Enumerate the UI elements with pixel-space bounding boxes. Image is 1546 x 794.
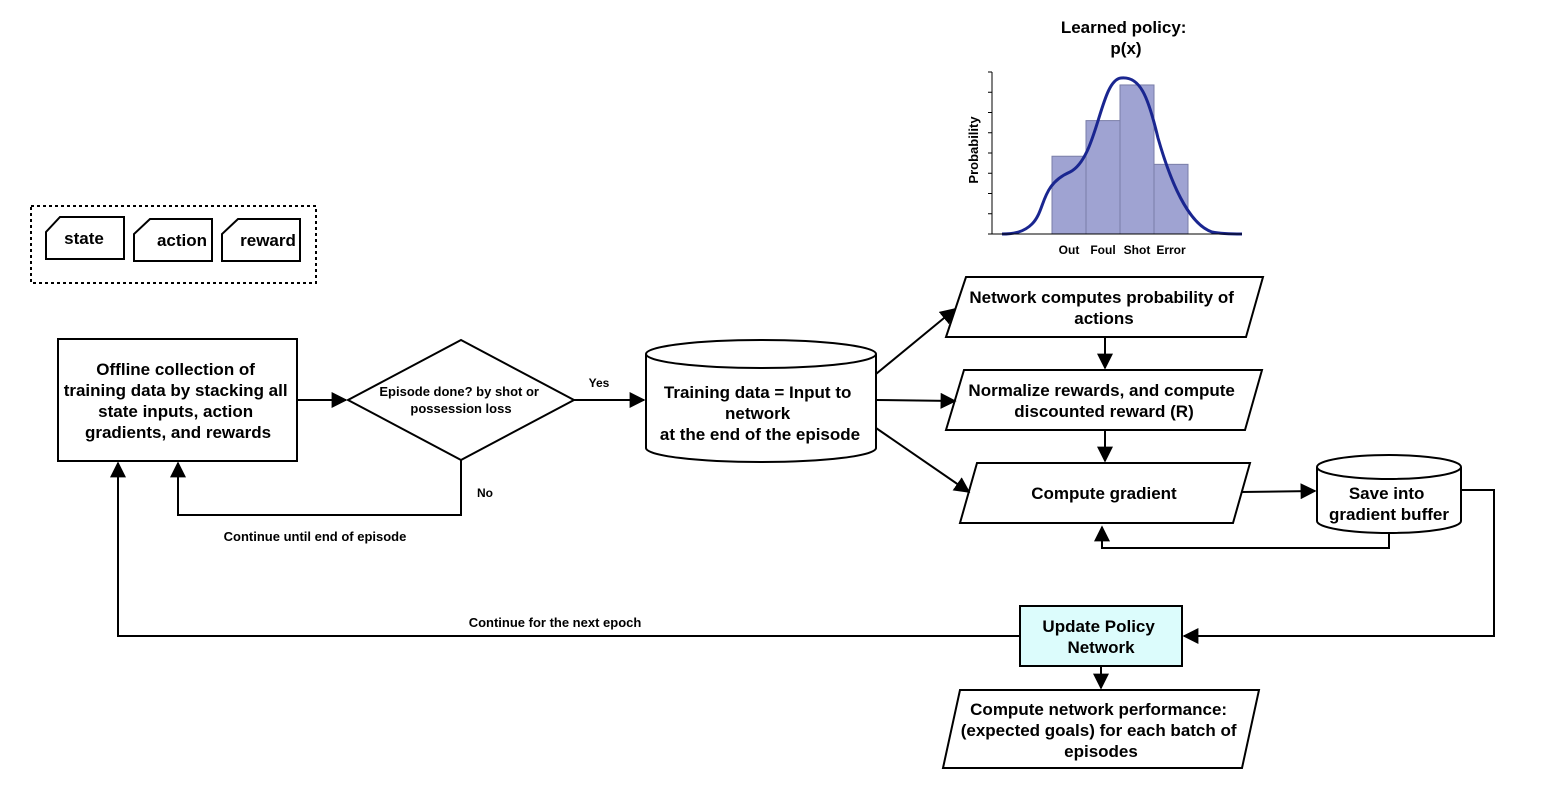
chart-x-label-error: Error [1156, 243, 1186, 257]
offline-collection-box [57, 338, 298, 462]
chart-x-label-shot: Shot [1124, 243, 1151, 257]
network-performance-text: Compute network performance: (expected g… [961, 700, 1242, 761]
edge-buffer-to-update [1182, 489, 1495, 644]
chart-y-ticks [988, 71, 992, 235]
chart-x-label-foul: Foul [1090, 243, 1115, 257]
chart-x-label-out: Out [1059, 243, 1080, 257]
chart-bars [1051, 84, 1189, 235]
network-probability-text: Network computes probability of actions [969, 288, 1238, 328]
chart-title-line-1: Learned policy: [1061, 18, 1187, 37]
edge-training-to-network [875, 307, 957, 375]
edge-buffer-loop [1094, 525, 1390, 549]
legend-reward-shape [221, 218, 301, 262]
edge-decision-no [170, 460, 462, 516]
offline-collection-text: Offline collection of training data by s… [64, 360, 293, 442]
learned-policy-chart: Learned policy: p(x) Probability Out Foul… [966, 18, 1243, 257]
training-data-text: Training data = Input to network at the … [660, 383, 860, 444]
network-performance-node [941, 689, 1261, 769]
episode-done-text: Episode done? by shot or possession loss [379, 384, 542, 416]
normalize-rewards-text: Normalize rewards, and compute discounte… [968, 381, 1239, 421]
legend-action-label: action [157, 231, 207, 250]
chart-title-line-2: p(x) [1110, 39, 1141, 58]
legend-state-label: state [64, 229, 104, 248]
legend-box [30, 205, 317, 284]
legend-state-shape [45, 216, 125, 260]
edge-label-yes: Yes [589, 376, 610, 390]
edge-label-continue-episode: Continue until end of episode [224, 529, 407, 544]
compute-gradient-text: Compute gradient [1031, 484, 1177, 503]
edge-training-to-normalize [875, 392, 957, 409]
training-data-cylinder [645, 354, 877, 463]
edge-gradient-to-buffer [1240, 483, 1317, 500]
legend-action-shape [133, 218, 213, 262]
edge-training-to-gradient [875, 427, 971, 493]
training-data-cylinder-top [645, 339, 877, 369]
chart-density-curve [1001, 76, 1243, 236]
update-policy-text: Update Policy Network [1042, 617, 1159, 657]
episode-done-decision [345, 338, 577, 462]
edge-update-to-offline [110, 461, 1020, 637]
chart-y-axis-label: Probability [966, 116, 981, 184]
legend-reward-label: reward [240, 231, 296, 250]
gradient-buffer-cylinder-top [1316, 454, 1462, 480]
chart-x-tick-labels: Out Foul Shot Error [1059, 243, 1186, 257]
update-policy-box [1019, 605, 1183, 667]
compute-gradient-node [958, 462, 1252, 524]
chart-bar-out [1051, 155, 1087, 235]
edge-label-no: No [477, 486, 493, 500]
network-probability-node [944, 276, 1265, 338]
gradient-buffer-text: Save into gradient buffer [1329, 484, 1449, 524]
chart-title: Learned policy: p(x) [1061, 18, 1191, 58]
normalize-rewards-node [944, 369, 1264, 431]
edge-label-continue-epoch: Continue for the next epoch [469, 615, 642, 630]
